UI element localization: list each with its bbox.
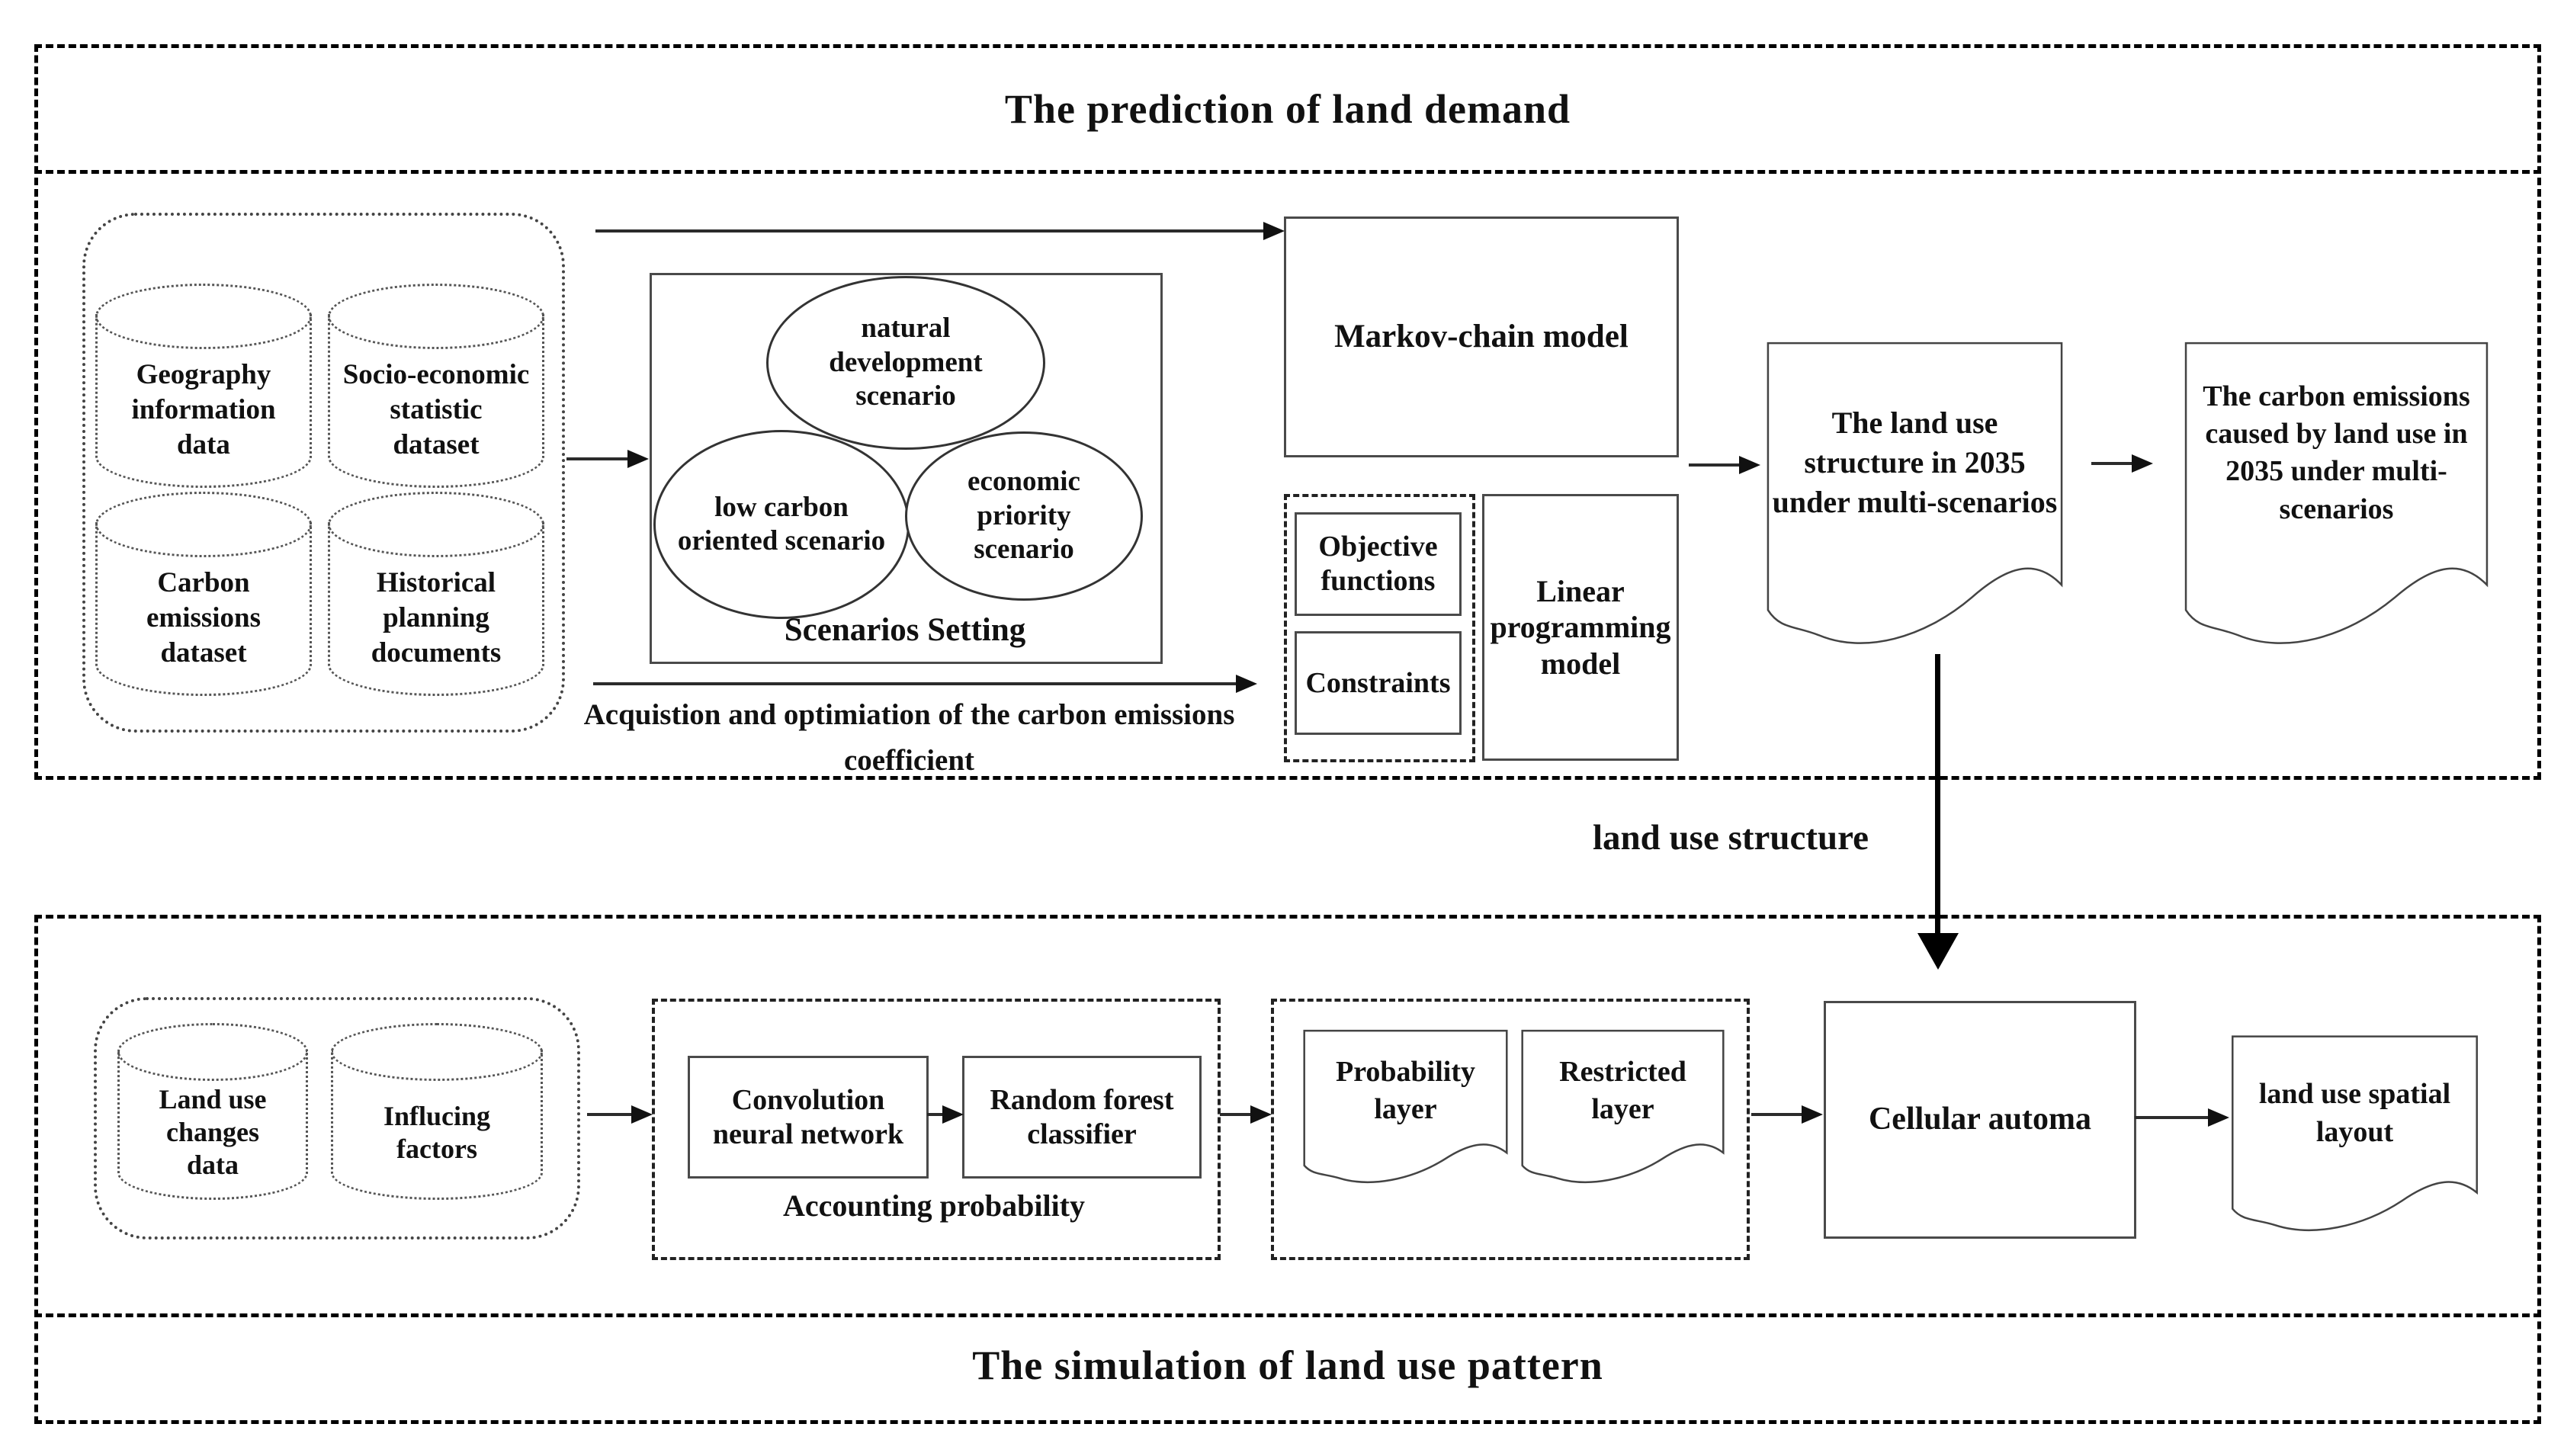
land-use-spatial-label: land use spatial layout — [2258, 1078, 2451, 1148]
economic-priority-ellipse: economic priority scenario — [905, 431, 1143, 601]
carbon-emissions-document: The carbon emissions caused by land use … — [2183, 340, 2490, 654]
cylinder-body — [117, 1049, 308, 1200]
simulation-section-box — [34, 915, 2541, 1317]
prediction-section-box — [34, 166, 2541, 780]
arrow-cnn-to-rf — [927, 1105, 964, 1124]
carbon-emissions-label: Carbon emissions dataset — [146, 566, 262, 669]
arrow-cellular-to-spatial — [2135, 1108, 2229, 1127]
coefficient-caption: Acquistion and optimiation of the carbon… — [583, 698, 1235, 778]
document-shape — [1302, 1029, 1509, 1188]
layers-group — [1271, 999, 1750, 1260]
land-use-changes-cylinder: Land use changes data — [117, 1023, 308, 1200]
cylinder-body — [95, 522, 312, 696]
cylinder-top — [117, 1023, 308, 1081]
document-shape — [1765, 340, 2065, 654]
constraints-box: Constraints — [1295, 631, 1462, 735]
document-shape — [1520, 1029, 1725, 1188]
probability-layer-label: Probability layer — [1336, 1055, 1475, 1126]
low-carbon-ellipse: low carbon oriented scenario — [653, 430, 910, 619]
arrow-layers-to-cellular — [1751, 1105, 1823, 1124]
historical-planning-label: Historical planning documents — [371, 566, 502, 669]
accounting-probability-label: Accounting probability — [783, 1188, 1085, 1223]
probability-layer-document: Probability layer — [1302, 1029, 1509, 1188]
cellular-automa-box: Cellular automa — [1824, 1001, 2136, 1239]
bottom-title-band: The simulation of land use pattern — [34, 1310, 2541, 1424]
bottom-section-title: The simulation of land use pattern — [972, 1342, 1603, 1388]
cylinder-top — [95, 284, 312, 350]
restricted-layer-document: Restricted layer — [1520, 1029, 1725, 1188]
land-use-structure-document: The land use structure in 2035 under mul… — [1765, 340, 2065, 654]
objective-constraints-group — [1284, 494, 1475, 762]
accounting-probability-group — [652, 999, 1221, 1260]
arrow-structure-to-cellular-line — [1935, 654, 1940, 935]
scenarios-setting-label: Scenarios Setting — [784, 612, 1026, 648]
influcing-factors-cylinder: Influcing factors — [331, 1023, 543, 1200]
linear-programming-box: Linear programming model — [1482, 494, 1679, 761]
arrow-structure-to-emissions-doc — [2091, 454, 2153, 473]
arrow-simdata-to-accounting — [587, 1105, 653, 1124]
arrow-datasets-to-scenarios — [566, 450, 649, 468]
markov-chain-box: Markov-chain model — [1284, 216, 1679, 457]
carbon-emissions-cylinder: Carbon emissions dataset — [95, 492, 312, 696]
arrow-coefficient — [593, 675, 1257, 693]
cylinder-body — [95, 314, 312, 488]
arrow-structure-to-cellular-head — [1917, 933, 1959, 970]
cylinder-top — [331, 1023, 543, 1081]
land-use-changes-label: Land use changes data — [159, 1084, 267, 1181]
historical-planning-cylinder: Historical planning documents — [328, 492, 544, 696]
cylinder-body — [328, 314, 544, 488]
cylinder-body — [331, 1049, 543, 1200]
land-use-spatial-document: land use spatial layout — [2230, 1034, 2479, 1237]
cylinder-top — [328, 492, 544, 558]
cnn-box: Convolution neural network — [688, 1056, 929, 1179]
land-use-structure-flow-label: land use structure — [1592, 818, 1869, 858]
arrow-accounting-to-layers — [1220, 1105, 1272, 1124]
top-title-band: The prediction of land demand — [34, 44, 2541, 174]
natural-development-ellipse: natural development scenario — [766, 276, 1045, 450]
document-shape — [2230, 1034, 2479, 1237]
top-section-title: The prediction of land demand — [1004, 86, 1571, 132]
socio-economic-label: Socio-economic statistic dataset — [342, 358, 530, 461]
restricted-layer-label: Restricted layer — [1559, 1055, 1686, 1126]
cylinder-top — [328, 284, 544, 350]
socio-economic-cylinder: Socio-economic statistic dataset — [328, 284, 544, 488]
cylinder-top — [95, 492, 312, 558]
influcing-factors-label: Influcing factors — [383, 1100, 491, 1164]
geography-data-cylinder: Geography information data — [95, 284, 312, 488]
land-use-structure-label: The land use structure in 2035 under mul… — [1772, 405, 2058, 519]
random-forest-box: Random forest classifier — [962, 1056, 1202, 1179]
arrow-datasets-to-markov — [595, 222, 1285, 240]
arrow-models-to-structure-doc — [1689, 456, 1760, 474]
cylinder-body — [328, 522, 544, 696]
document-shape — [2183, 340, 2490, 654]
objective-functions-box: Objective functions — [1295, 512, 1462, 616]
carbon-emissions-doc-label: The carbon emissions caused by land use … — [2203, 380, 2470, 525]
geography-data-label: Geography information data — [131, 358, 276, 461]
prediction-datasets-container — [82, 213, 565, 733]
simulation-datasets-container — [94, 997, 580, 1240]
